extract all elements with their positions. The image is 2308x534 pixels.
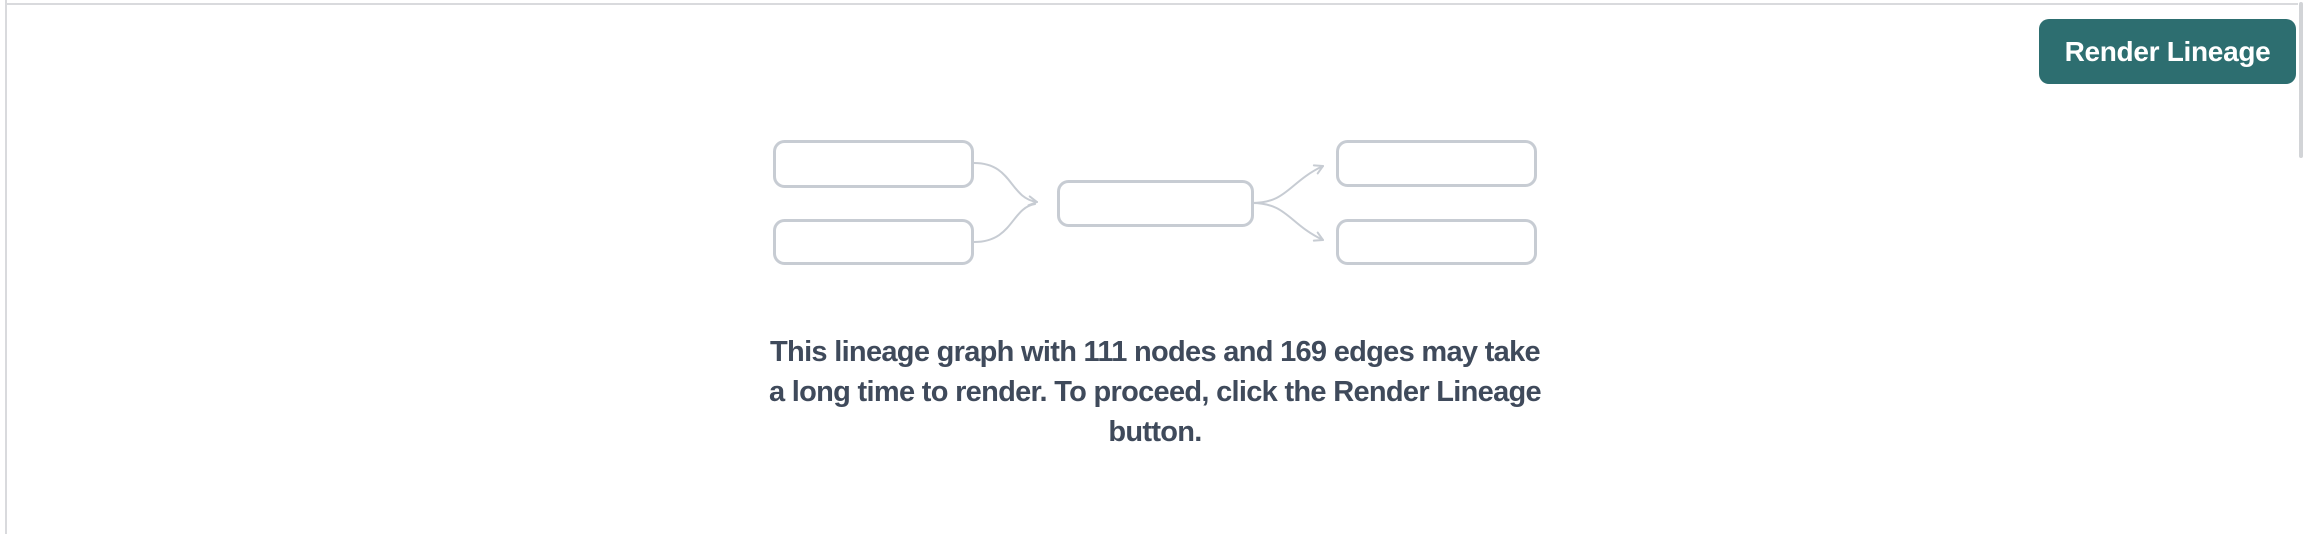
render-lineage-button[interactable]: Render Lineage [2039, 19, 2296, 84]
panel-top-border [6, 3, 2298, 5]
node-box-bottom-left [773, 219, 974, 265]
panel-left-border [5, 0, 7, 534]
edge-center-to-bottomright [1251, 202, 1324, 242]
edge-center-to-topright [1251, 164, 1324, 204]
node-box-bottom-right [1336, 219, 1537, 265]
render-warning-line-3: button. [1108, 416, 1202, 448]
edge-topleft-to-center [973, 162, 1038, 207]
render-warning-line-1: This lineage graph with 111 nodes and 16… [770, 336, 1541, 368]
vertical-scrollbar-thumb[interactable] [2299, 2, 2303, 158]
lineage-prompt: This lineage graph with 111 nodes and 16… [675, 140, 1635, 452]
render-lineage-button-label: Render Lineage [2064, 35, 2271, 67]
node-box-top-left [773, 140, 974, 188]
render-warning-message: This lineage graph with 111 nodes and 16… [769, 332, 1542, 452]
edge-bottomleft-to-center [973, 203, 1036, 243]
lineage-graph-icon [773, 140, 1537, 265]
node-box-top-right [1336, 140, 1537, 187]
render-warning-line-2: a long time to render. To proceed, click… [769, 376, 1542, 408]
node-box-center [1057, 180, 1254, 227]
